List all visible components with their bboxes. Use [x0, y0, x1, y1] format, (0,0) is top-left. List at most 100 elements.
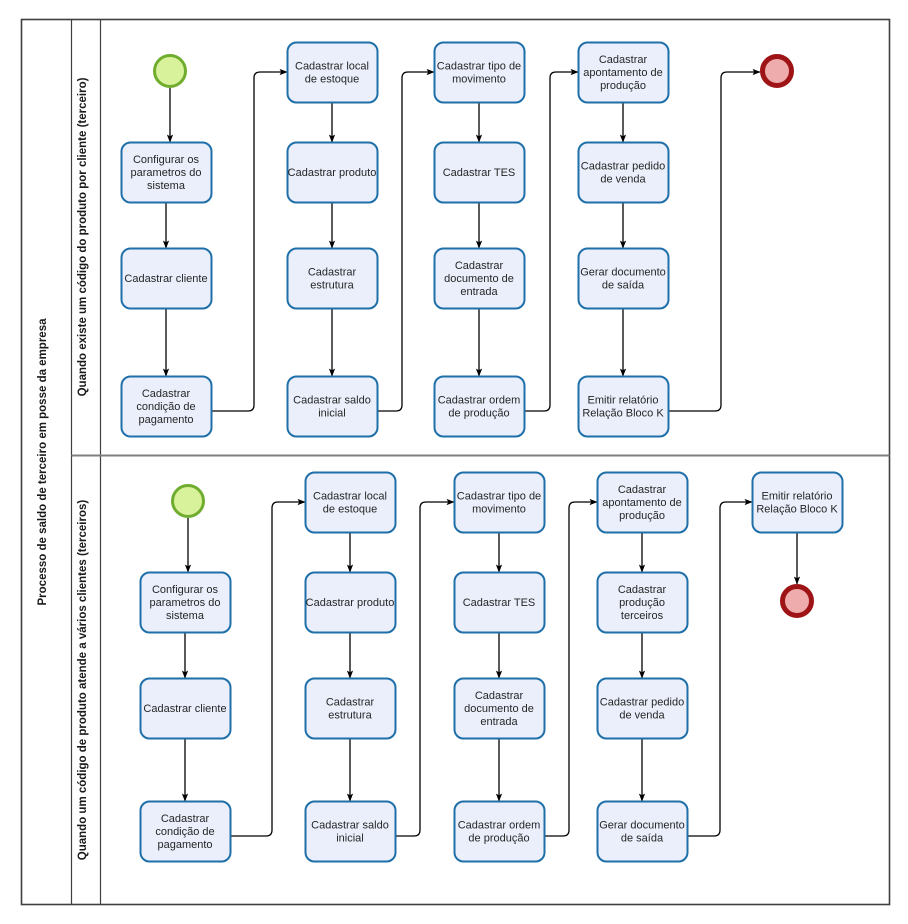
sequence-flow: [395, 498, 455, 837]
lane-label-1: Quando existe um código do produto por c…: [77, 77, 89, 396]
task-shape: [304, 800, 397, 863]
pool-frame: [20, 18, 891, 906]
task-shape: [433, 247, 526, 310]
task-shape: [433, 41, 526, 104]
task-shape: [139, 677, 232, 740]
task-shape: [577, 41, 670, 104]
task-node[interactable]: Cadastrar produto: [304, 571, 397, 634]
end-event-icon[interactable]: [780, 584, 814, 618]
task-shape: [596, 800, 689, 863]
task-node[interactable]: Cadastrar TES: [433, 141, 526, 204]
start-event-icon[interactable]: [153, 54, 187, 88]
sequence-flow: [687, 498, 753, 837]
task-shape: [139, 571, 232, 634]
task-shape: [120, 247, 213, 310]
task-node[interactable]: Cadastrar produto: [286, 141, 379, 204]
pool-label: Processo de saldo de terceiro em posse d…: [37, 318, 49, 606]
task-shape: [577, 247, 670, 310]
task-shape: [453, 571, 546, 634]
task-label: Cadastrar cliente: [124, 273, 207, 285]
task-node[interactable]: Cadastrar cliente: [139, 677, 232, 740]
task-shape: [120, 141, 213, 204]
sequence-flow: [544, 498, 598, 837]
task-shape: [577, 141, 670, 204]
pool-outer-border: [20, 18, 891, 906]
task-node[interactable]: Cadastrar TES: [453, 571, 546, 634]
task-shape: [286, 41, 379, 104]
task-shape: [286, 141, 379, 204]
task-shape: [433, 141, 526, 204]
task-shape: [304, 471, 397, 534]
end-event-icon[interactable]: [760, 54, 794, 88]
lane-label-2: Quando um código de produto atende a vár…: [77, 500, 89, 861]
sequence-flow: [377, 68, 435, 412]
sequence-flow: [524, 68, 579, 412]
task-shape: [577, 375, 670, 438]
start-event-icon[interactable]: [171, 484, 205, 518]
task-shape: [304, 571, 397, 634]
task-shape: [304, 677, 397, 740]
sequence-flow: [668, 68, 761, 412]
task-shape: [453, 471, 546, 534]
task-shape: [453, 677, 546, 740]
task-shape: [120, 375, 213, 438]
task-shape: [286, 247, 379, 310]
sequence-flow: [230, 498, 306, 837]
task-label: Cadastrar produto: [306, 597, 395, 609]
task-shape: [596, 471, 689, 534]
task-label: Cadastrar TES: [443, 167, 516, 179]
task-shape: [596, 677, 689, 740]
task-node[interactable]: Cadastrar cliente: [120, 247, 213, 310]
